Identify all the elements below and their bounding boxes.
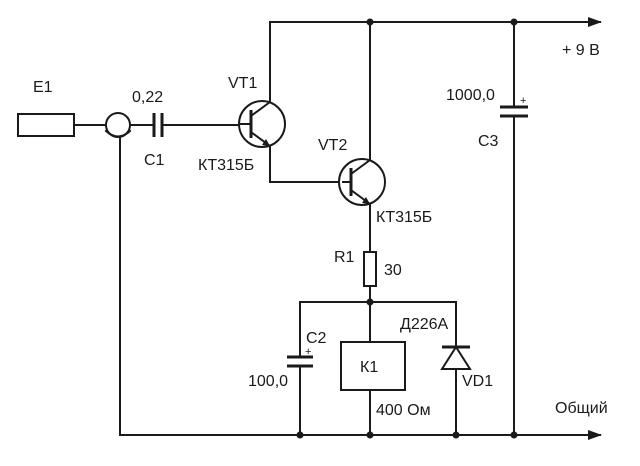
c3-plus-sign: +: [520, 95, 526, 107]
vt2-ref-label: VT2: [318, 137, 347, 154]
junction-dot: [510, 431, 518, 439]
junction-dot: [452, 431, 460, 439]
junction-dot: [366, 431, 374, 439]
vt1-ref-label: VT1: [228, 75, 257, 92]
r1-resistor: R1 30: [334, 249, 402, 303]
vd1-ref-label: VD1: [462, 373, 493, 390]
junction-dot: [510, 18, 518, 26]
c3-value-label: 1000,0: [446, 87, 495, 104]
vt2-transistor: VT2 КТ315Б: [318, 21, 432, 253]
k1-ref-label: К1: [360, 359, 378, 376]
c1-value-label: 0,22: [132, 89, 163, 106]
vt1-type-label: КТ315Б: [198, 157, 254, 174]
k1-resistance-label: 400 Ом: [376, 402, 431, 419]
k1-relay: К1 400 Ом: [340, 301, 431, 436]
power-label: + 9 В: [562, 42, 600, 59]
c1-capacitor: 0,22 C1: [129, 89, 241, 169]
vd1-type-label: Д226А: [400, 316, 449, 333]
vt2-type-label: КТ315Б: [376, 209, 432, 226]
junction-dots: [296, 18, 518, 439]
junction-dot: [366, 18, 374, 26]
c2-plus-sign: +: [305, 346, 311, 358]
c2-ref-label: C2: [306, 330, 327, 347]
e1-ref-label: E1: [33, 79, 53, 96]
vd1-diode: Д226А VD1: [400, 301, 493, 436]
junction-dot: [296, 431, 304, 439]
c2-capacitor: + C2 100,0: [248, 301, 327, 436]
c3-ref-label: C3: [478, 133, 499, 150]
r1-value-label: 30: [384, 262, 402, 279]
c1-ref-label: C1: [144, 152, 165, 169]
ground-label: Общий: [555, 400, 608, 417]
vt1-transistor: VT1 КТ315Б: [198, 21, 344, 183]
junction-dot: [366, 298, 374, 306]
e1-sensor: E1: [17, 79, 132, 138]
r1-ref-label: R1: [334, 249, 355, 266]
c3-capacitor: + 1000,0 C3: [446, 21, 528, 436]
c2-value-label: 100,0: [248, 373, 288, 390]
